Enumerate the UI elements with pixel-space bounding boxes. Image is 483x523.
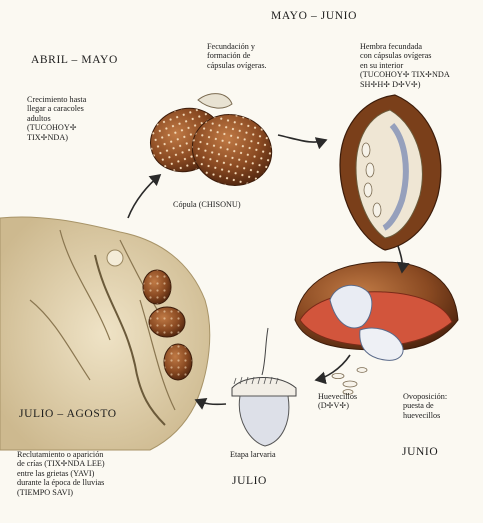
label-etapa-larvaria: Etapa larvaria [230,450,276,459]
label-ovoposicion: Ovoposición: puesta de huevecillos [403,392,447,420]
veliger-larva [232,328,296,446]
copulating-snails [142,94,280,195]
label-reclutamiento: Reclutamiento o aparición de crías (TIX✢… [17,450,105,497]
label-hembra-fecundada: Hembra fecundada con cápsulas ovígeras e… [360,42,450,89]
label-huevecillos: Huevecillos (D✢V✢) [318,392,357,411]
label-fecundacion: Fecundación y formación de cápsulas ovíg… [207,42,267,70]
month-mayo-junio: MAYO – JUNIO [271,10,357,22]
oviposition-snail [295,262,458,394]
month-abril-mayo: ABRIL – MAYO [31,54,118,66]
label-crecimiento: Crecimiento hasta llegar a caracoles adu… [27,95,86,142]
month-junio: JUNIO [402,446,438,458]
month-julio-agosto: JULIO – AGOSTO [19,408,117,420]
arrow-to-copula [128,175,160,218]
label-copula: Cópula (CHISONU) [173,200,241,209]
arrow-to-female [278,135,326,142]
month-julio: JULIO [232,475,267,487]
arrow-to-recruitment [196,400,226,404]
female-with-capsules [340,95,441,250]
